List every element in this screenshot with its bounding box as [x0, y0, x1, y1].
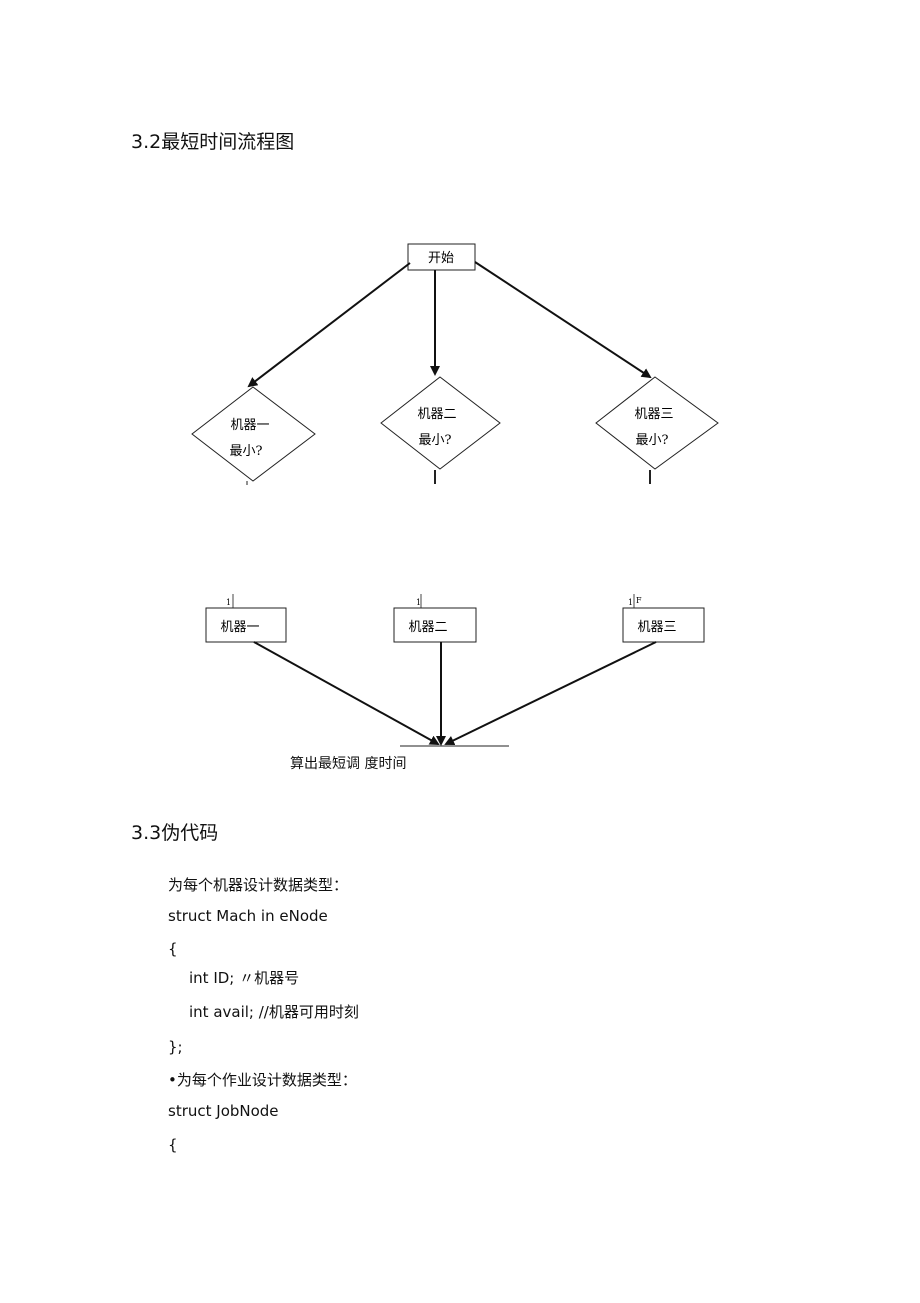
- decision-node-3: 机器三 最小?: [595, 376, 719, 470]
- machine-1-label: 机器一: [220, 620, 259, 635]
- code-line: •为每个作业设计数据类型：: [168, 1071, 357, 1089]
- decision-1-line2: 最小?: [230, 444, 263, 459]
- decision-1-line1: 机器一: [230, 418, 269, 433]
- machine-node-1: 机器一: [205, 607, 287, 643]
- machine-2-label: 机器二: [408, 620, 447, 635]
- branch-mark-f: F: [636, 596, 642, 605]
- machine-node-3: 机器三: [622, 607, 705, 643]
- start-node-label: 开始: [428, 251, 454, 266]
- decision-2-line2: 最小?: [419, 433, 452, 448]
- machine-3-label: 机器三: [637, 620, 676, 635]
- arrow-start-to-decision-1: [247, 262, 411, 388]
- decision-node-2: 机器二 最小?: [380, 376, 501, 470]
- decision-3-line2: 最小?: [636, 433, 669, 448]
- code-line: 为每个机器设计数据类型：: [168, 876, 349, 894]
- arrow-start-to-decision-3: [474, 261, 652, 379]
- code-line: {: [168, 1136, 178, 1154]
- start-node: 开始: [407, 243, 476, 271]
- code-line: {: [168, 940, 178, 958]
- section-heading-flowchart: 3.2最短时间流程图: [131, 131, 295, 153]
- code-line: };: [168, 1038, 183, 1056]
- decision-node-1: 机器一 最小?: [191, 386, 316, 482]
- code-line: int avail; //机器可用时刻: [189, 1003, 359, 1021]
- section-heading-pseudocode: 3.3伪代码: [131, 822, 219, 844]
- code-line: struct JobNode: [168, 1102, 279, 1120]
- code-line: struct Mach in eNode: [168, 907, 328, 925]
- decision-2-line1: 机器二: [417, 407, 456, 422]
- code-line: int ID; 〃机器号: [189, 969, 300, 987]
- arrow-machine-1-to-result: [253, 641, 440, 745]
- flowchart: 开始 机器一 最小? 机器二 最小? 机器三 最小? 1 1 1 F 机器一 机…: [191, 243, 719, 747]
- machine-node-2: 机器二: [393, 607, 477, 643]
- result-label: 算出最短调 度时间: [290, 756, 407, 772]
- arrow-machine-3-to-result: [444, 641, 657, 746]
- decision-3-line1: 机器三: [634, 407, 673, 422]
- branch-mark-3: 1: [628, 598, 633, 607]
- branch-mark-1: 1: [226, 598, 231, 607]
- branch-mark-2: 1: [416, 598, 421, 607]
